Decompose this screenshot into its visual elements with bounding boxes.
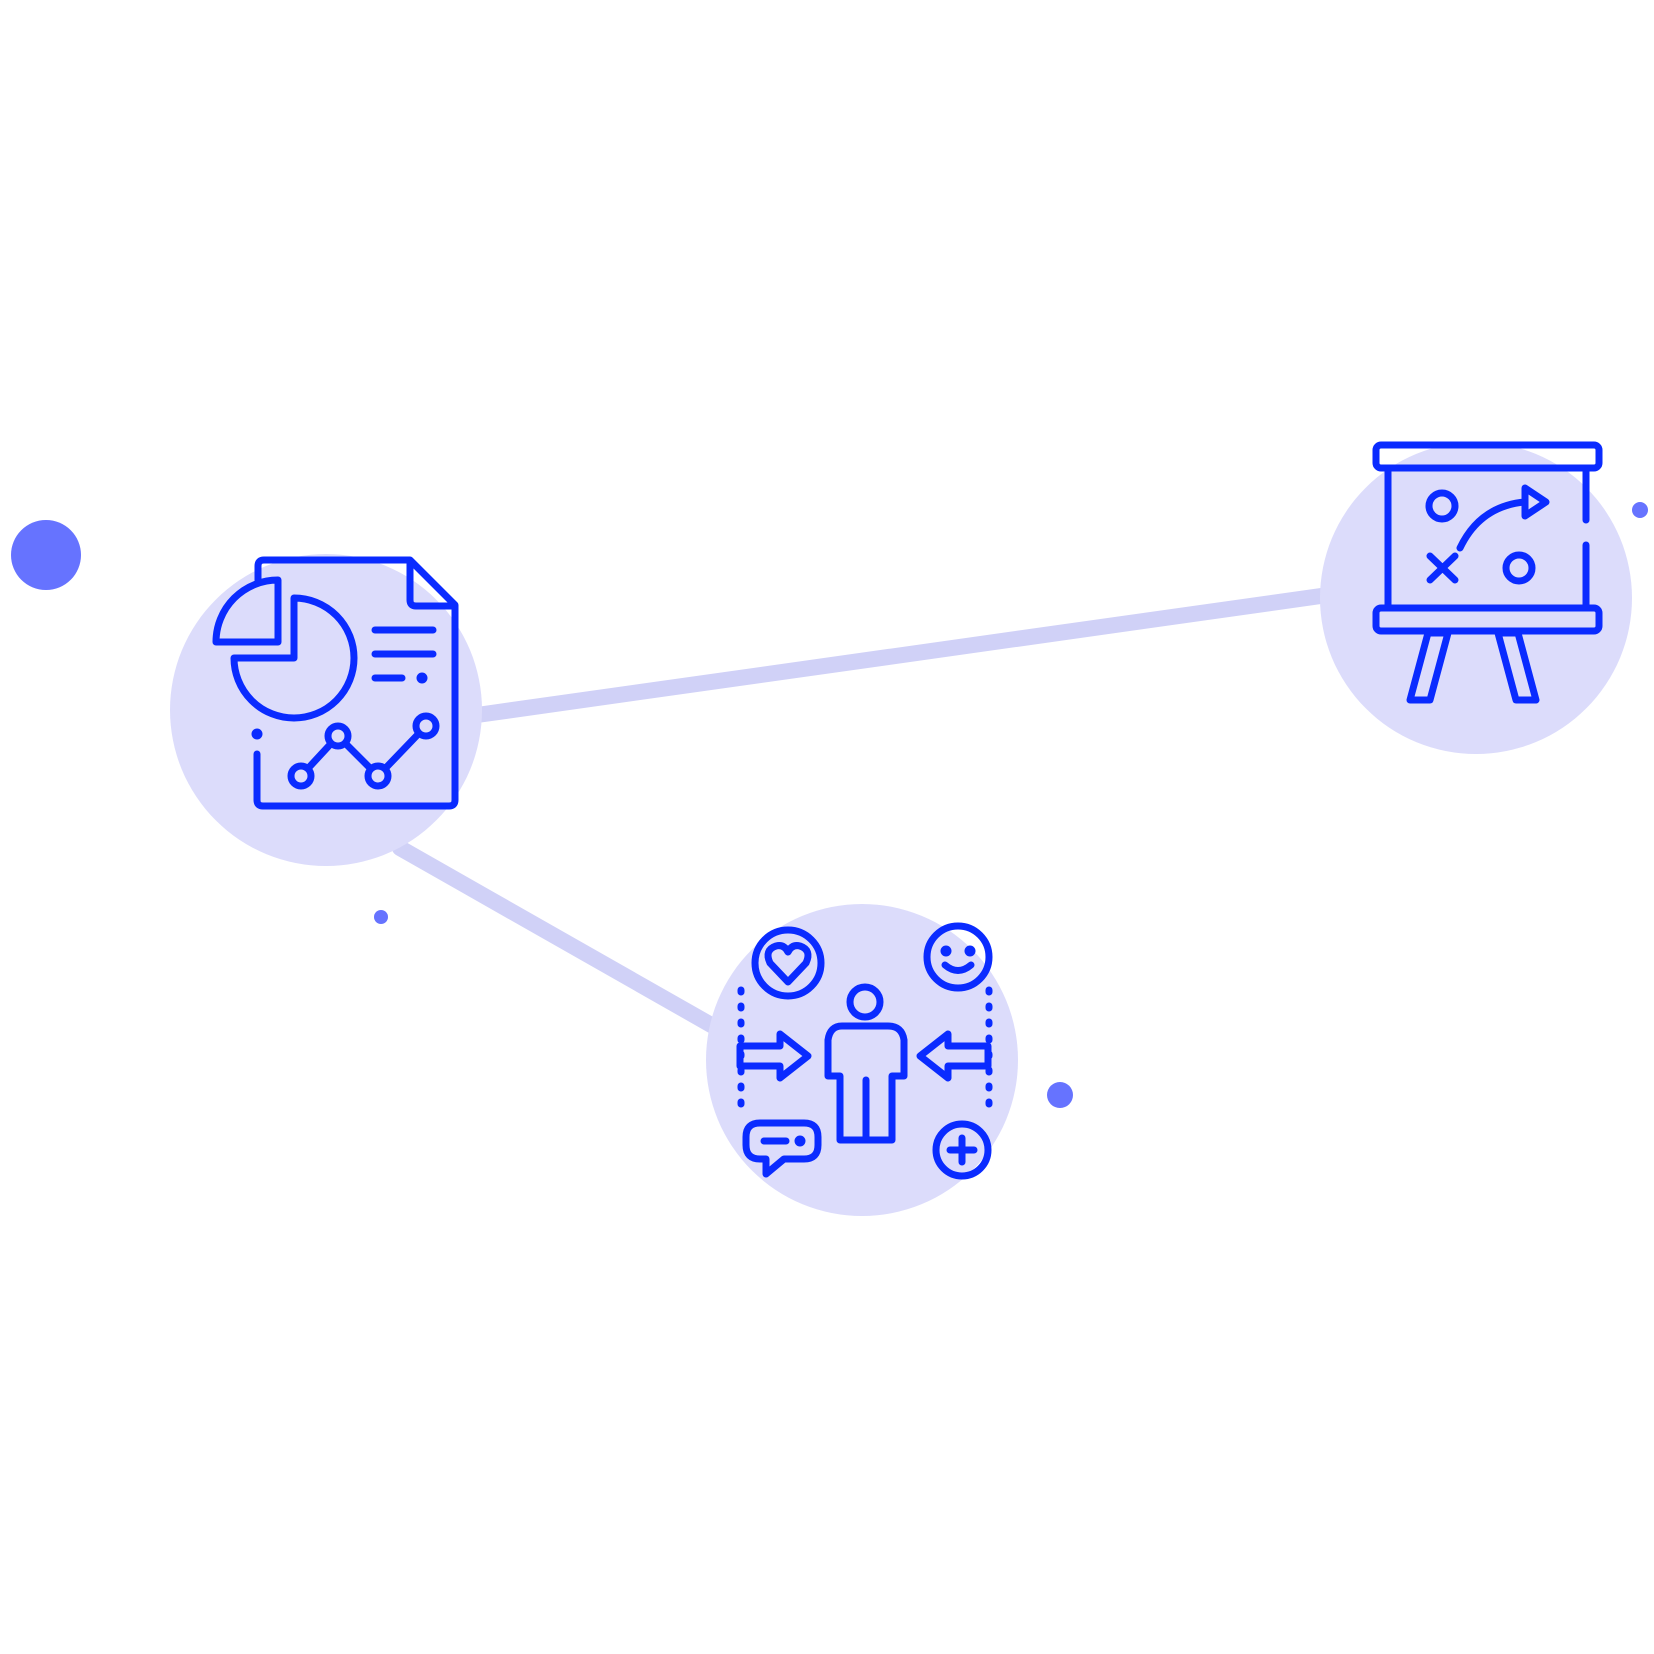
decorative-dots	[11, 502, 1648, 1108]
small-dot	[1632, 502, 1648, 518]
connector-analytics-customer	[392, 840, 728, 1038]
connector-analytics-strategy	[462, 586, 1343, 724]
connectors	[392, 586, 1343, 1038]
report-document-icon	[212, 556, 459, 810]
small-dot	[374, 910, 388, 924]
large-dot	[11, 520, 81, 590]
strategy-board-icon	[1372, 441, 1603, 704]
customer-focus-icon	[736, 922, 993, 1180]
node-strategy-bg	[1320, 442, 1632, 754]
small-dot	[1047, 1082, 1073, 1108]
